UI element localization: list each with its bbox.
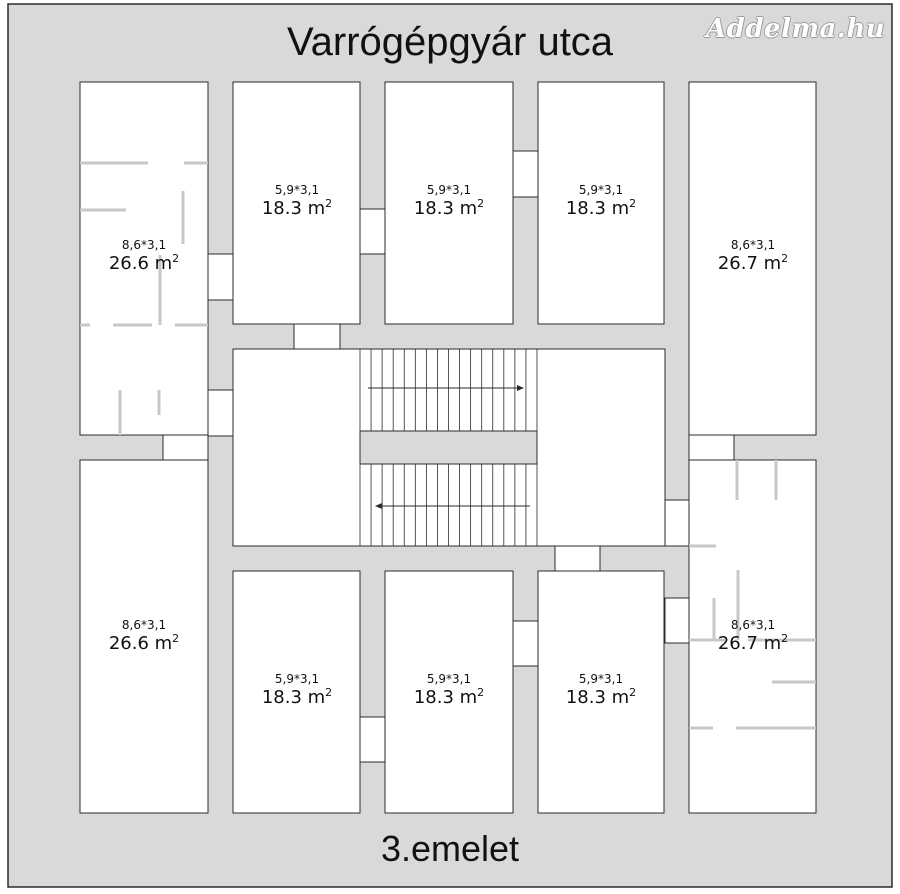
room-dimensions: 5,9*3,1 [274,183,320,197]
door-n2-side [512,150,539,198]
room-area: 26.7 m2 [717,252,789,274]
room-label-ne: 8,6*3,1 26.7 m2 [689,238,817,275]
room-dimensions: 8,6*3,1 [121,618,167,632]
door-s2-side [512,620,539,667]
staircase [359,349,538,546]
door-se-hall [664,499,690,547]
stair-steps-lower [359,464,538,546]
room-area: 26.6 m2 [108,632,180,654]
room-area: 26.7 m2 [717,632,789,654]
interior-partitions-se [689,460,816,730]
room-label-nw: 8,6*3,1 26.6 m2 [80,238,208,275]
door-nw-side [207,253,234,301]
stair-arrowhead-down [375,503,382,509]
door-nw-bottom [162,434,209,461]
room-label-se: 8,6*3,1 26.7 m2 [689,618,817,655]
room-area: 18.3 m2 [413,197,485,219]
room-area: 26.6 m2 [108,252,180,274]
door-n1-side [359,208,386,255]
room-label-s2: 5,9*3,1 18.3 m2 [385,672,513,709]
room-area: 18.3 m2 [261,197,333,219]
apartment-n3 [537,81,665,325]
apartment-sw [79,459,209,814]
room-dimensions: 5,9*3,1 [274,672,320,686]
apartment-nw [79,81,209,436]
room-dimensions: 5,9*3,1 [578,183,624,197]
room-area: 18.3 m2 [565,686,637,708]
door-n1-bottom [293,323,341,350]
door-s1-side [359,716,386,763]
apartment-s2 [384,570,514,814]
door-s3-top [554,545,601,572]
room-dimensions: 5,9*3,1 [578,672,624,686]
room-label-s3: 5,9*3,1 18.3 m2 [537,672,665,709]
doors [162,150,735,763]
door-ne-bottom [688,434,735,461]
apartment-s3 [537,570,665,814]
interior-partitions-nw [80,161,208,435]
room-dimensions: 5,9*3,1 [426,183,472,197]
apartment-n1 [232,81,361,325]
stair-steps-upper [359,349,538,431]
room-dimensions: 8,6*3,1 [730,238,776,252]
door-s3-side [664,597,690,644]
apartment-se [688,459,817,814]
room-area: 18.3 m2 [565,197,637,219]
room-label-n2: 5,9*3,1 18.3 m2 [385,183,513,220]
room-label-s1: 5,9*3,1 18.3 m2 [233,672,361,709]
room-label-n1: 5,9*3,1 18.3 m2 [233,183,361,220]
apartment-s1 [232,570,361,814]
watermark-logo: Addelma.hu [706,14,886,44]
room-label-sw: 8,6*3,1 26.6 m2 [80,618,208,655]
room-dimensions: 8,6*3,1 [121,238,167,252]
room-area: 18.3 m2 [261,686,333,708]
apartment-ne [688,81,817,436]
room-dimensions: 5,9*3,1 [426,672,472,686]
street-name-title: Varrógépgyár utca [286,20,614,64]
room-area: 18.3 m2 [413,686,485,708]
room-label-n3: 5,9*3,1 18.3 m2 [537,183,665,220]
room-dimensions: 8,6*3,1 [730,618,776,632]
apartment-n2 [384,81,514,325]
stair-arrowhead-up [517,385,524,391]
floor-label: 3.emelet [380,828,520,869]
door-nw-hall [207,389,234,437]
stair-landing [359,430,538,465]
